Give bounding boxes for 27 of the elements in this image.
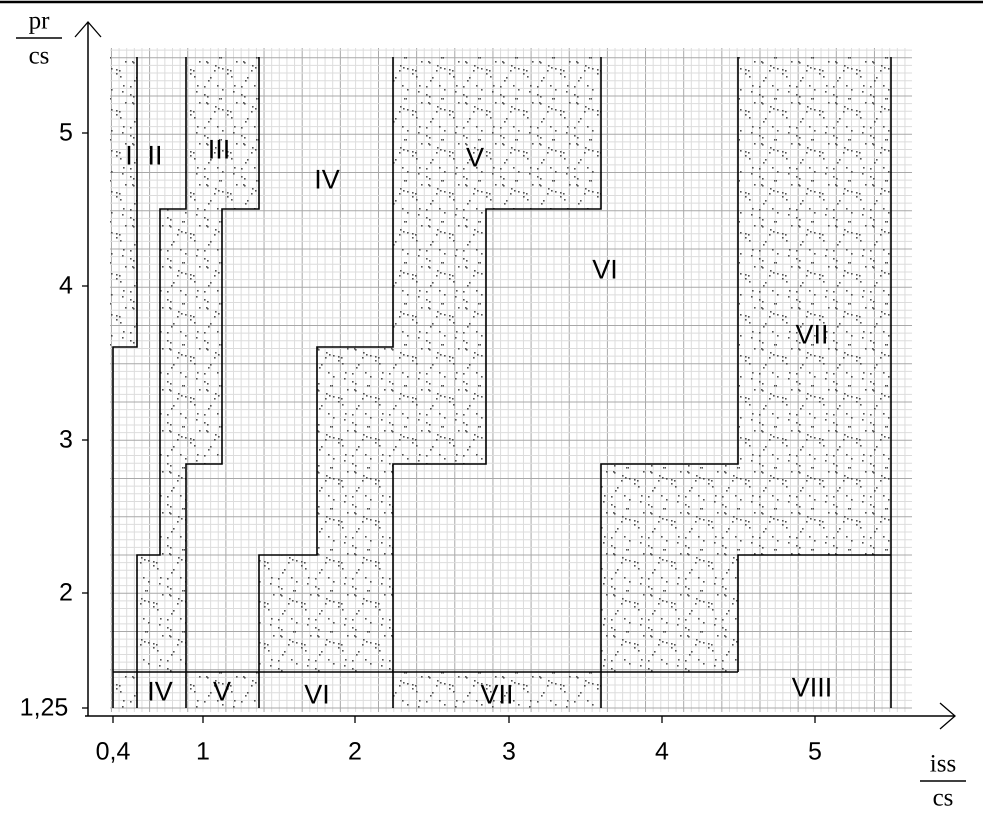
tick-label: 4 <box>655 740 669 764</box>
tick-label: 3 <box>502 740 516 764</box>
tick-label: 5 <box>808 740 822 764</box>
tick-label: 5 <box>59 120 73 146</box>
tick-label: 2 <box>348 740 362 764</box>
axis-title: pr <box>28 8 50 34</box>
region-label: VII <box>480 682 514 708</box>
tick-label: 3 <box>59 428 73 452</box>
tick-label: 0,4 <box>96 740 130 764</box>
region-label: V <box>213 678 231 706</box>
region-label: II <box>148 142 162 170</box>
region-label: I <box>125 142 133 170</box>
axis-title: cs <box>932 786 954 810</box>
axis-title: iss <box>930 752 956 776</box>
region-label: VI <box>592 256 618 284</box>
tick-label: 2 <box>59 580 73 606</box>
region-label: VII <box>796 322 828 348</box>
axis-title: cs <box>28 44 50 68</box>
region-label: V <box>466 144 484 172</box>
region-label: VI <box>304 682 330 708</box>
region-label: III <box>208 136 230 164</box>
region-label: VIII <box>792 674 832 702</box>
region-label: IV <box>147 678 173 706</box>
tick-label: 1 <box>196 740 210 764</box>
region-label: IV <box>314 166 340 194</box>
tick-label: 1,25 <box>20 696 68 720</box>
tick-label: 4 <box>59 274 73 298</box>
